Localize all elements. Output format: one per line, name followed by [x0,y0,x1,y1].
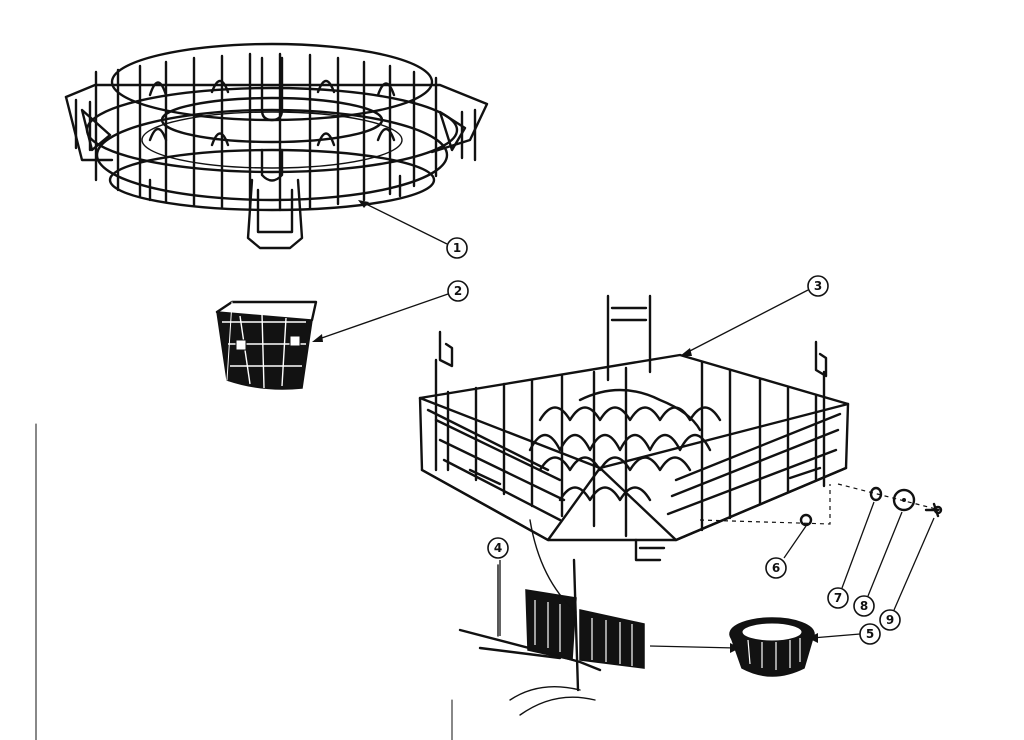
upper-rack-round [64,42,489,250]
callout-1: 1 [446,237,468,259]
callout-8: 8 [853,595,875,617]
callout-2-label: 2 [454,284,462,298]
callout-3-label: 3 [814,279,822,293]
callout-5-label: 5 [866,627,874,641]
callout-4: 4 [487,537,509,559]
callout-5: 5 [859,623,881,645]
round-basket [729,617,815,677]
callout-8-label: 8 [860,599,868,613]
callout-3: 3 [807,275,829,297]
callout-2: 2 [447,280,469,302]
callout-9: 9 [879,609,901,631]
leader-lines [312,200,935,653]
callout-9-label: 9 [886,613,894,627]
callout-1-label: 1 [453,241,461,255]
callout-6-label: 6 [772,561,780,575]
lower-rack [418,294,850,562]
hardware-parts [699,483,943,527]
callout-7: 7 [827,587,849,609]
scan-edge-lines [35,423,453,740]
callout-7-label: 7 [834,591,842,605]
cup-basket [215,300,318,390]
callout-4-label: 4 [494,541,502,555]
callout-6: 6 [765,557,787,579]
utensil-holder [458,519,645,716]
